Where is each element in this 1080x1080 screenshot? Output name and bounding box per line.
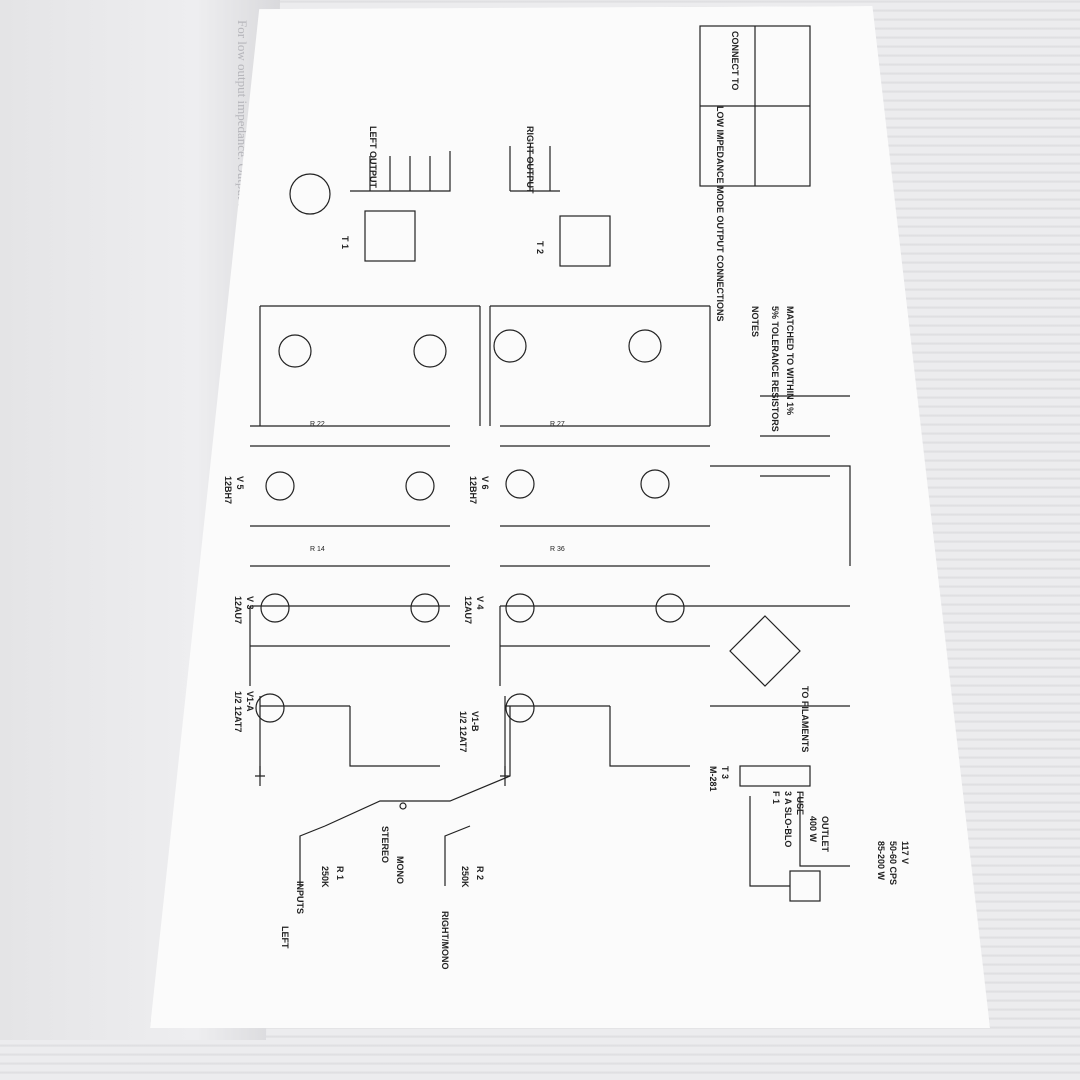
note-item-2: MATCHED TO WITHIN 1% bbox=[785, 306, 795, 416]
resistor-label-a: R 22 bbox=[310, 421, 325, 428]
v4-wires bbox=[499, 605, 710, 686]
schematic-drawing: R 22 R 27 R 14 R 36 bbox=[249, 25, 851, 902]
f1-label: F 1 bbox=[771, 791, 781, 805]
r2-value: 250K bbox=[460, 866, 470, 888]
mains-wires bbox=[749, 796, 850, 887]
power-outlet bbox=[789, 870, 821, 902]
v5-tube-b bbox=[413, 334, 447, 368]
resistor-label-c: R 14 bbox=[310, 546, 325, 553]
left-output-label: LEFT OUTPUT bbox=[368, 126, 378, 188]
t3-part: M-281 bbox=[708, 766, 718, 792]
right-driver-tube-b bbox=[640, 469, 670, 499]
v5-label: V 5 bbox=[235, 476, 245, 490]
ground-symbol-2 bbox=[500, 766, 510, 777]
v3-label: V 3 bbox=[245, 596, 255, 610]
mains-voltage: 117 V bbox=[900, 841, 910, 865]
right-output-taps bbox=[509, 146, 560, 192]
v6-tube-a bbox=[493, 329, 527, 363]
v3-type: 12AU7 bbox=[233, 596, 243, 625]
left-preamp-wires bbox=[259, 696, 440, 786]
stereo-label: STEREO bbox=[380, 826, 390, 864]
v1a-label: V1-A bbox=[245, 691, 255, 712]
left-output-stage-wires bbox=[259, 305, 481, 426]
outlet-rating: 400 W bbox=[808, 816, 818, 843]
right-driver-wires bbox=[500, 425, 710, 447]
notes-title: NOTES bbox=[750, 306, 760, 338]
t2-label: T 2 bbox=[535, 241, 545, 255]
filter-network-wires bbox=[760, 395, 850, 477]
v1b-type: 1/2 12AT7 bbox=[458, 711, 468, 753]
r2-label: R 2 bbox=[475, 866, 485, 881]
v3-wires bbox=[249, 605, 450, 686]
schematic-sheet: R 22 R 27 R 14 R 36 INPUTS LEFT RIGHT/MO… bbox=[150, 6, 990, 1028]
left-output-taps bbox=[350, 151, 451, 192]
filaments-label: TO FILAMENTS bbox=[800, 686, 810, 753]
v6-label: V 6 bbox=[480, 476, 490, 490]
connection-table-header: CONNECT TO bbox=[730, 31, 740, 91]
right-driver-tube-a bbox=[505, 469, 535, 499]
connection-table-title: LOW IMPEDANCE MODE OUTPUT CONNECTIONS bbox=[715, 106, 725, 322]
mains-watts: 85-200 W bbox=[876, 841, 886, 881]
right-preamp-wires bbox=[504, 696, 690, 786]
fuse-label: FUSE bbox=[795, 791, 805, 816]
right-output-label: RIGHT OUTPUT bbox=[525, 126, 535, 194]
v6-type: 12BH7 bbox=[468, 476, 478, 505]
v4-label: V 4 bbox=[475, 596, 485, 610]
right-mono-input-label: RIGHT/MONO bbox=[440, 911, 450, 970]
speaker-socket bbox=[289, 173, 331, 215]
v1b-label: V1-B bbox=[470, 711, 480, 732]
left-driver-tube-b bbox=[405, 471, 435, 501]
right-output-stage-wires bbox=[489, 305, 711, 426]
t1-transformer bbox=[364, 210, 416, 262]
note-item-1: 5% TOLERANCE RESISTORS bbox=[770, 306, 780, 432]
v6-tube-b bbox=[628, 329, 662, 363]
outlet-label: OUTLET bbox=[820, 816, 830, 852]
v1a-tube bbox=[255, 693, 285, 723]
v4a-tube bbox=[505, 593, 535, 623]
left-input-label: LEFT bbox=[280, 926, 290, 949]
v4b-tube bbox=[655, 593, 685, 623]
t2-transformer bbox=[559, 215, 611, 267]
v5-type: 12BH7 bbox=[223, 476, 233, 505]
selector-wire bbox=[324, 706, 511, 827]
resistor-label-b: R 27 bbox=[550, 421, 565, 428]
r1-value: 250K bbox=[320, 866, 330, 888]
right-mid-wires bbox=[500, 525, 710, 567]
left-driver-tube-a bbox=[265, 471, 295, 501]
rectifier-bridge bbox=[729, 615, 801, 687]
ground-symbol-1 bbox=[255, 766, 265, 777]
right-input-wire bbox=[444, 825, 471, 886]
v3a-tube bbox=[260, 593, 290, 623]
fuse-rating: 3 A SLO-BLO bbox=[783, 791, 793, 848]
resistor-label-d: R 36 bbox=[550, 546, 565, 553]
v1a-type: 1/2 12AT7 bbox=[233, 691, 243, 733]
left-driver-wires bbox=[250, 425, 450, 447]
left-mid-wires bbox=[250, 525, 450, 567]
t1-label: T 1 bbox=[340, 236, 350, 250]
inputs-label: INPUTS bbox=[295, 881, 305, 915]
t3-label: T 3 bbox=[720, 766, 730, 780]
t3-power-transformer bbox=[739, 765, 811, 787]
power-bus-wires bbox=[710, 465, 851, 707]
mains-frequency: 50-60 CPS bbox=[888, 841, 898, 886]
stereo-mono-switch bbox=[399, 802, 407, 810]
r1-label: R 1 bbox=[335, 866, 345, 881]
mono-label: MONO bbox=[395, 856, 405, 884]
left-input-wire bbox=[299, 825, 326, 886]
v4-type: 12AU7 bbox=[463, 596, 473, 625]
v5-tube-a bbox=[278, 334, 312, 368]
v1b-tube bbox=[505, 693, 535, 723]
v3b-tube bbox=[410, 593, 440, 623]
